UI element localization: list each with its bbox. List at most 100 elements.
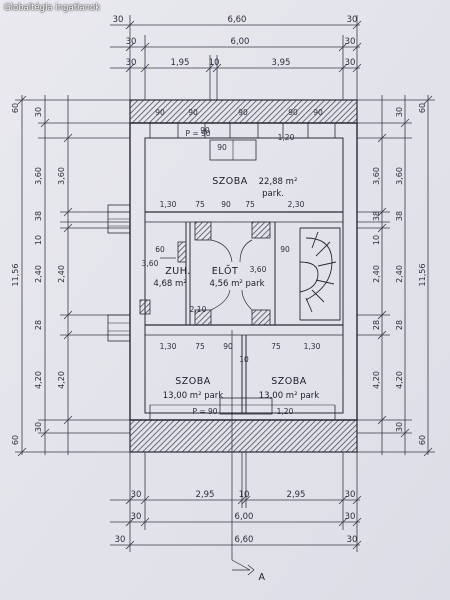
right-dim-f: 2,40 <box>372 265 381 283</box>
right-dim-d-outer: 38 <box>395 211 404 221</box>
top-partition-dimension: 10 <box>209 58 220 68</box>
left-dim-c: 3,60 <box>34 167 43 185</box>
bath-extra-dim: 3,60 <box>142 259 159 268</box>
right-dim-h-outer: 4,20 <box>395 371 404 389</box>
bottom-side-right-dimension: 30 <box>345 490 356 500</box>
parapet-top-label: P = 90 <box>185 129 210 138</box>
room-area-hall: 4,56 m² park <box>209 279 264 289</box>
row-bottom-dim-2: 75 <box>195 342 205 351</box>
row-top-dim-5: 2,30 <box>288 200 305 209</box>
bath-bottom-dim: 2,10 <box>190 305 207 314</box>
right-dim-h: 4,20 <box>372 371 381 389</box>
window-dim-top-5: 90 <box>313 108 323 117</box>
parapet-bottom-label: P = 90 <box>192 407 217 416</box>
bottom-side-right-dimension-2: 30 <box>345 512 356 522</box>
bottom-left-room-dimension: 2,95 <box>196 490 215 500</box>
top-inner-dimension: 6,00 <box>231 37 250 47</box>
hall-extra-dim: 3,60 <box>250 265 267 274</box>
room-name-hall: ELŐT <box>212 266 239 277</box>
window-dim-top-2: 90 <box>188 108 198 117</box>
room-floor-szoba-top: park. <box>262 189 284 199</box>
room-name-szoba-right: SZOBA <box>271 376 307 387</box>
bottom-side-left-dimension-3: 30 <box>115 535 126 545</box>
spiral-staircase <box>299 227 341 321</box>
top-dimension-chains <box>110 15 362 100</box>
bottom-inner-dimension: 6,00 <box>235 512 254 522</box>
right-total-dimension: 11,56 <box>418 264 427 287</box>
right-dim-f-outer: 2,40 <box>395 265 404 283</box>
left-dim-d: 38 <box>34 211 43 221</box>
top-side-right-dimension-3: 30 <box>345 58 356 68</box>
right-dim-g-outer: 28 <box>395 320 404 330</box>
bottom-dimension-chains <box>110 452 362 552</box>
window-dim-1: 90 <box>200 126 210 135</box>
bottom-side-left-dimension: 30 <box>131 490 142 500</box>
room-area-szoba-right: 13,00 m² park <box>259 391 320 401</box>
top-right-room-dimension: 3,95 <box>272 58 291 68</box>
right-dim-c: 3,60 <box>372 167 381 185</box>
left-dimension-chains <box>15 95 130 457</box>
bottom-side-left-dimension-2: 30 <box>131 512 142 522</box>
top-total-dimension: 6,60 <box>228 15 247 25</box>
row-bottom-dim-3: 90 <box>223 342 233 351</box>
watermark-text: Globaltégla ingatlanok <box>4 3 101 13</box>
row-top-dim-1: 1,30 <box>160 200 177 209</box>
window-dim-top-3: 90 <box>238 108 248 117</box>
door-swings <box>160 239 255 576</box>
room-area-szoba-top: 22,88 m² <box>259 177 298 187</box>
right-dim-j: 60 <box>418 435 427 445</box>
bath-window-dim: 60 <box>155 245 165 254</box>
row-bottom-dim-1: 1,30 <box>160 342 177 351</box>
room-area-bath: 4,68 m² <box>153 279 186 289</box>
left-dim-j: 60 <box>11 435 20 445</box>
right-dim-a: 60 <box>418 103 427 113</box>
row-top-dim-2: 75 <box>195 200 205 209</box>
left-inner-dim-c: 3,60 <box>57 167 66 185</box>
left-dim-g: 28 <box>34 320 43 330</box>
bottom-right-room-dimension: 2,95 <box>287 490 306 500</box>
row-bottom-dim-5: 1,30 <box>304 342 321 351</box>
top-left-room-dimension: 1,95 <box>171 58 190 68</box>
room-name-szoba-top: SZOBA <box>212 176 248 187</box>
outer-wall <box>129 122 358 421</box>
window-dim-top-4: 90 <box>288 108 298 117</box>
right-dim-c-outer: 3,60 <box>395 167 404 185</box>
top-side-right-dimension-2: 30 <box>345 37 356 47</box>
top-side-left-dimension-3: 30 <box>126 58 137 68</box>
room-name-szoba-left: SZOBA <box>175 376 211 387</box>
left-dim-i: 30 <box>34 422 43 432</box>
top-side-left-dimension: 30 <box>113 15 124 25</box>
bottom-total-dimension: 6,60 <box>235 535 254 545</box>
building-walls <box>107 99 358 453</box>
left-dim-b: 30 <box>34 107 43 117</box>
stair-width-dim: 90 <box>280 245 290 254</box>
left-inner-dim-f: 2,40 <box>57 265 66 283</box>
row-bottom-dim-4: 75 <box>271 342 281 351</box>
window-dim-top-1: 90 <box>155 108 165 117</box>
top-side-left-dimension-2: 30 <box>126 37 137 47</box>
left-dim-f: 2,40 <box>34 265 43 283</box>
left-inner-dim-h: 4,20 <box>57 371 66 389</box>
bottom-partition-dimension: 10 <box>239 490 250 500</box>
partition-mid-dim: 10 <box>239 355 249 364</box>
door-top-label-2: 1,20 <box>278 133 295 142</box>
right-dim-d: 38 <box>372 211 381 221</box>
left-dim-e: 10 <box>34 235 43 245</box>
left-dim-a: 60 <box>11 103 20 113</box>
right-dim-i: 30 <box>395 422 404 432</box>
left-dim-h: 4,20 <box>34 371 43 389</box>
bottom-parapet-wall <box>129 419 358 453</box>
right-dim-g: 28 <box>372 320 381 330</box>
right-dim-e: 10 <box>372 235 381 245</box>
room-name-bath: ZUH. <box>165 266 190 277</box>
door-bottom-label: 1,20 <box>277 407 294 416</box>
bottom-side-right-dimension-3: 30 <box>347 535 358 545</box>
right-dimension-chains <box>357 95 435 457</box>
top-side-right-dimension: 30 <box>347 15 358 25</box>
row-top-dim-4: 75 <box>245 200 255 209</box>
left-total-dimension: 11,56 <box>11 264 20 287</box>
right-dim-b: 30 <box>395 107 404 117</box>
door-top-label-1: 90 <box>217 143 227 152</box>
